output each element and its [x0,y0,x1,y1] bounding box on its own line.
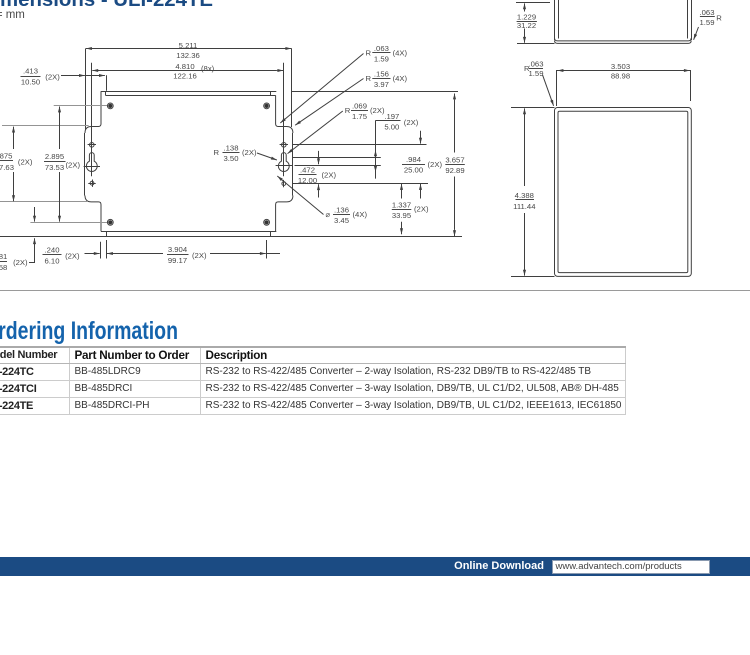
svg-text:R: R [524,64,530,73]
svg-text:92.89: 92.89 [445,166,464,175]
svg-text:(2X): (2X) [192,251,207,260]
svg-text:R: R [366,49,372,58]
svg-text:.063: .063 [529,59,544,68]
svg-text:(4X): (4X) [393,74,408,83]
svg-text:2.895: 2.895 [45,152,64,161]
svg-text:.240: .240 [45,246,60,255]
svg-text:99.17: 99.17 [168,256,187,265]
svg-text:3.97: 3.97 [374,80,389,89]
svg-text:(2X): (2X) [370,106,385,115]
svg-text:31.22: 31.22 [517,21,536,30]
svg-text:.984: .984 [406,155,422,164]
svg-text:73.53: 73.53 [45,163,64,172]
svg-text:R: R [366,74,372,83]
svg-text:R: R [214,148,220,157]
svg-text:7.63: 7.63 [0,163,14,172]
svg-text:(2X): (2X) [45,73,60,82]
svg-text:88.98: 88.98 [611,71,630,80]
svg-text:(2X): (2X) [66,161,81,170]
svg-text:1.229: 1.229 [517,13,536,22]
svg-text:R: R [345,106,351,115]
svg-text:25.00: 25.00 [404,166,423,175]
svg-text:(4X): (4X) [353,210,368,219]
svg-text:33.95: 33.95 [392,211,411,220]
svg-text:⌀: ⌀ [326,210,331,219]
svg-text:1.59: 1.59 [700,18,715,27]
svg-text:12.00: 12.00 [298,176,317,185]
svg-text:875: 875 [0,152,12,161]
svg-text:R: R [716,13,722,22]
svg-text:(2X): (2X) [322,171,337,180]
svg-text:3.503: 3.503 [611,62,630,71]
svg-text:111.44: 111.44 [513,202,536,211]
svg-text:.138: .138 [224,144,239,153]
svg-text:5.211: 5.211 [179,41,198,50]
svg-text:(2X): (2X) [18,158,33,167]
svg-text:.063: .063 [700,8,715,17]
svg-text:.156: .156 [374,69,389,78]
svg-text:.197: .197 [384,112,399,121]
svg-text:.472: .472 [300,166,315,175]
svg-text:(2X): (2X) [414,205,429,214]
svg-text:58: 58 [0,263,7,272]
svg-text:4.810: 4.810 [175,62,194,71]
svg-text:132.36: 132.36 [176,51,200,60]
svg-text:3.657: 3.657 [445,156,464,165]
svg-text:3.904: 3.904 [168,245,188,254]
svg-text:(2X): (2X) [242,148,257,157]
svg-text:.136: .136 [334,205,349,214]
svg-text:10.50: 10.50 [21,78,40,87]
svg-text:1.337: 1.337 [392,200,411,209]
svg-text:1.59: 1.59 [529,69,544,78]
svg-text:(4X): (4X) [393,49,408,58]
svg-text:1.59: 1.59 [374,55,389,64]
svg-text:81: 81 [0,252,7,261]
svg-text:122.16: 122.16 [173,71,197,80]
svg-text:1.75: 1.75 [352,112,367,121]
svg-text:.063: .063 [374,44,389,53]
svg-text:(2X): (2X) [13,258,28,267]
svg-text:3.45: 3.45 [334,216,349,225]
svg-text:6.10: 6.10 [45,257,60,266]
svg-text:5.00: 5.00 [384,123,399,132]
svg-text:.413: .413 [23,67,38,76]
svg-text:4.388: 4.388 [515,191,534,200]
svg-text:.069: .069 [352,102,367,111]
svg-text:3.50: 3.50 [224,154,239,163]
svg-text:(2X): (2X) [65,252,80,261]
svg-text:(2X): (2X) [428,160,443,169]
svg-text:(2X): (2X) [404,118,419,127]
svg-text:(8x): (8x) [201,64,215,73]
